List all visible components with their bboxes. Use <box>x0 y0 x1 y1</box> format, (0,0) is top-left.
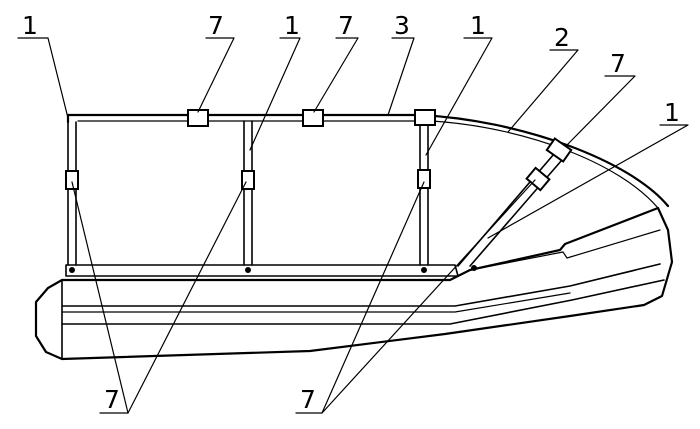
clamp-corner <box>414 109 436 126</box>
callout-7-top-mid: 7 <box>338 11 354 40</box>
hull-bow-inner-edge <box>469 229 661 271</box>
clamp-strut <box>525 166 551 192</box>
mount-bolts <box>69 265 477 273</box>
clamps <box>65 109 573 192</box>
callout-7-top-left: 7 <box>208 11 224 40</box>
bolt-rear <box>69 267 75 273</box>
clamp-top-1 <box>187 109 209 127</box>
gunwale-rail <box>65 264 459 277</box>
callout-7-top-right: 7 <box>610 49 626 78</box>
clamp-top-2 <box>302 109 324 127</box>
post-middle <box>243 120 253 266</box>
post-rear <box>67 119 77 266</box>
post-front <box>419 120 429 266</box>
callout-3-top: 3 <box>394 11 410 40</box>
clamp-post-rear <box>65 170 79 190</box>
callout-7-bottom-right: 7 <box>300 385 316 414</box>
callout-1-right: 1 <box>470 11 486 40</box>
hull-upper-seam-inner <box>61 292 571 313</box>
bow-arc-outer <box>418 113 670 208</box>
clamp-bow-arc <box>545 137 573 163</box>
callout-2-top: 2 <box>554 23 570 52</box>
callout-1-mid: 1 <box>284 11 300 40</box>
callout-7-bottom-left: 7 <box>104 385 120 414</box>
callout-1-far-right: 1 <box>664 98 680 127</box>
callout-labels: 1 7 1 7 3 1 2 7 1 7 7 <box>22 11 680 414</box>
diagonal-strut <box>457 146 569 267</box>
clamp-post-front <box>417 169 431 189</box>
bolt-middle <box>245 267 251 273</box>
leader-lines <box>17 37 689 414</box>
canopy-frame <box>66 113 670 267</box>
callout-1-left: 1 <box>22 11 38 40</box>
bolt-front <box>421 267 427 273</box>
hull-outline <box>34 206 674 361</box>
bolt-strut <box>471 265 477 271</box>
boat-hull <box>34 206 674 361</box>
hull-upper-seam <box>61 263 661 307</box>
hull-lower-seam <box>61 279 665 325</box>
